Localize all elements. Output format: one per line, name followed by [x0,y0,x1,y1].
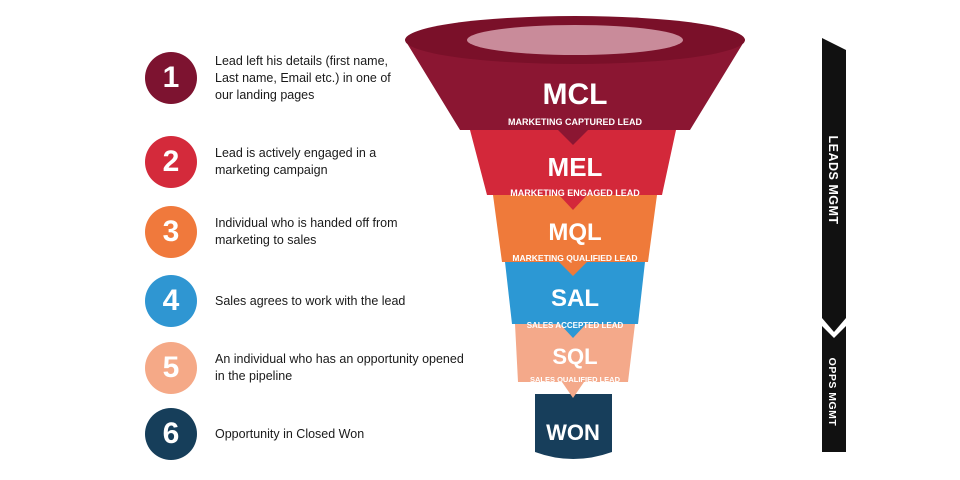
funnel-tier-mel [470,130,676,210]
tier-abbr-mcl: MCL [543,78,608,111]
leads-mgmt-label: LEADS MGMT [826,135,840,224]
funnel-tier-sal [505,262,645,338]
tier-full-mel: MARKETING ENGAGED LEAD [510,188,640,198]
tier-abbr-won: WON [546,420,600,445]
step-number-badge: 3 [145,206,197,258]
step-number-badge: 4 [145,275,197,327]
funnel-tier-mql [493,195,657,276]
funnel-tier-sql [515,324,635,398]
step-3: 3 Individual who is handed off from mark… [145,204,505,260]
funnel-opening [467,25,683,55]
tier-abbr-sql: SQL [552,344,597,369]
opps-mgmt-arrow [822,326,846,452]
opps-mgmt-label: OPPS MGMT [826,358,838,427]
step-description: An individual who has an opportunity ope… [215,352,464,383]
tier-full-mcl: MARKETING CAPTURED LEAD [508,117,642,127]
step-5: 5 An individual who has an opportunity o… [145,340,505,396]
step-6: 6 Opportunity in Closed Won [145,406,505,462]
step-number-badge: 5 [145,342,197,394]
tier-full-sql: SALES QUALIFIED LEAD [530,375,621,384]
step-number-badge: 2 [145,136,197,188]
step-description: Opportunity in Closed Won [215,426,365,441]
tier-full-sal: SALES ACCEPTED LEAD [527,321,624,330]
step-number-badge: 1 [145,52,197,104]
step-2: 2 Lead is actively engaged in a marketin… [145,134,505,190]
leads-mgmt-arrow [822,38,846,332]
tier-abbr-sal: SAL [551,285,599,312]
step-description: Lead left his details (first name, Last … [215,53,391,102]
step-1: 1 Lead left his details (first name, Las… [145,50,505,106]
step-description: Lead is actively engaged in a marketing … [215,146,377,177]
tier-abbr-mql: MQL [548,219,601,246]
step-description: Sales agrees to work with the lead [215,293,406,308]
step-description: Individual who is handed off from market… [215,216,398,247]
step-4: 4 Sales agrees to work with the lead [145,273,505,329]
funnel-tier-won [535,394,612,459]
tier-abbr-mel: MEL [548,152,603,182]
tier-full-mql: MARKETING QUALIFIED LEAD [512,253,637,263]
step-number-badge: 6 [145,408,197,460]
